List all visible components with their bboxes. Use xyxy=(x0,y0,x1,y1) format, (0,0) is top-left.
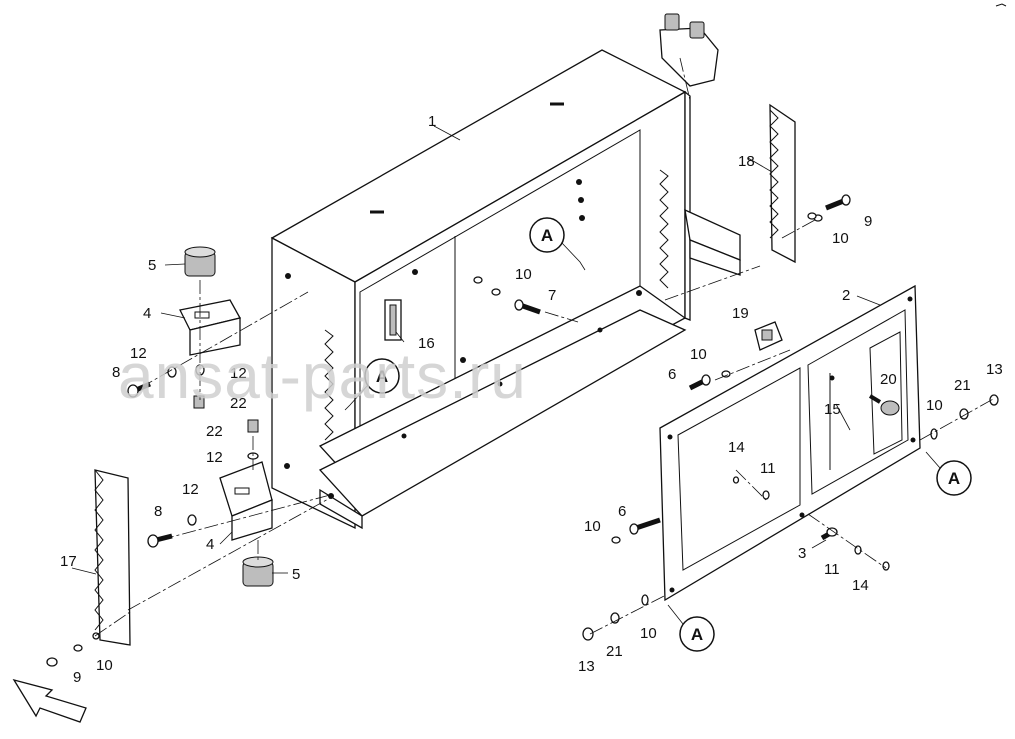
label-part-12: 12 xyxy=(206,449,223,466)
leader-lines xyxy=(71,125,881,575)
label-part-11: 11 xyxy=(760,460,776,477)
label-part-6: 6 xyxy=(668,366,676,383)
label-part-12: 12 xyxy=(230,365,247,382)
label-part-10: 10 xyxy=(832,230,849,247)
label-part-11: 11 xyxy=(824,561,840,578)
label-part-4: 4 xyxy=(143,305,151,322)
clip-part-19 xyxy=(754,321,783,351)
screw-part-8-top xyxy=(127,381,151,398)
screw-part-9-left xyxy=(46,644,83,667)
detail-callout-a-right: A xyxy=(925,451,972,496)
mid-bracket xyxy=(684,208,741,276)
label-part-22: 22 xyxy=(230,395,247,412)
detail-callout-a-left: A xyxy=(344,358,400,411)
label-part-17: 17 xyxy=(60,553,77,570)
callout-letter: A xyxy=(541,226,553,245)
bracket-part-4-top xyxy=(179,299,241,356)
detail-callout-a-bottom: A xyxy=(667,604,715,652)
label-part-22: 22 xyxy=(206,423,223,440)
rubber-foot-part-5-bottom xyxy=(242,556,274,587)
strip-part-18 xyxy=(769,103,796,264)
label-part-10: 10 xyxy=(640,625,657,642)
label-part-19: 19 xyxy=(732,305,749,322)
label-part-12: 12 xyxy=(130,345,147,362)
label-part-21: 21 xyxy=(954,377,971,394)
label-part-14: 14 xyxy=(728,439,745,456)
label-part-13: 13 xyxy=(578,658,595,675)
label-part-13: 13 xyxy=(986,361,1003,378)
label-part-7: 7 xyxy=(548,287,556,304)
label-part-8: 8 xyxy=(154,503,162,520)
direction-arrow-icon xyxy=(12,678,87,723)
screw-part-9-right xyxy=(813,194,851,222)
label-part-21: 21 xyxy=(606,643,623,660)
rubber-foot-part-5-top xyxy=(184,246,216,277)
label-part-16: 16 xyxy=(418,335,435,352)
label-part-18: 18 xyxy=(738,153,755,170)
connector-assembly xyxy=(659,13,719,87)
label-part-10: 10 xyxy=(690,346,707,363)
knob-part-20 xyxy=(868,394,900,416)
label-part-3: 3 xyxy=(798,545,806,562)
label-part-9: 9 xyxy=(864,213,872,230)
label-part-2: 2 xyxy=(842,287,850,304)
label-part-10: 10 xyxy=(515,266,532,283)
detail-callout-a-top: A xyxy=(529,217,586,271)
label-part-20: 20 xyxy=(880,371,897,388)
assembly-lines xyxy=(94,57,996,637)
part-labels: 1 2 3 4 4 5 5 6 6 7 8 8 9 9 10 10 10 10 … xyxy=(60,113,1003,686)
callout-letter: A xyxy=(691,625,703,644)
corner-mark-icon xyxy=(995,3,1007,7)
strip-part-17 xyxy=(94,469,131,646)
label-part-15: 15 xyxy=(824,401,841,418)
label-part-6: 6 xyxy=(618,503,626,520)
label-part-8: 8 xyxy=(112,364,120,381)
watermark-text: ansat-parts.ru xyxy=(118,340,527,412)
bracket-part-4-bottom xyxy=(219,461,273,541)
label-part-4: 4 xyxy=(206,536,214,553)
label-part-1: 1 xyxy=(428,113,436,130)
label-part-12: 12 xyxy=(182,481,199,498)
label-part-10: 10 xyxy=(584,518,601,535)
label-part-5: 5 xyxy=(292,566,300,583)
label-part-9: 9 xyxy=(73,669,81,686)
screw-part-8-bottom xyxy=(147,533,173,548)
callout-letter: A xyxy=(948,469,960,488)
label-part-5: 5 xyxy=(148,257,156,274)
screw-part-7 xyxy=(514,299,541,315)
housing-part-1 xyxy=(270,49,691,530)
label-part-10: 10 xyxy=(926,397,943,414)
label-part-14: 14 xyxy=(852,577,869,594)
cover-plate-part-2 xyxy=(659,284,921,602)
callout-letter: A xyxy=(376,367,388,386)
label-part-10: 10 xyxy=(96,657,113,674)
